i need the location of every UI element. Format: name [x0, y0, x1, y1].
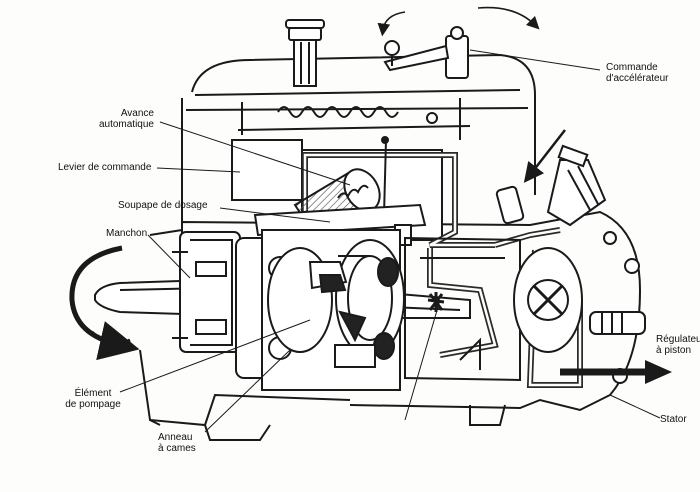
label-levier-de-commande: Levier de commande	[58, 162, 152, 173]
label-element-de-pompage: Élément de pompage	[65, 388, 121, 410]
governor-spring	[237, 98, 471, 140]
rotor	[235, 229, 401, 391]
label-stator: Stator	[660, 414, 687, 425]
label-manchon: Manchon	[106, 228, 148, 239]
label-regulateur-a-piston: Régulateur à piston	[656, 334, 700, 356]
delivery-valve	[495, 144, 607, 227]
cam-ring	[308, 239, 405, 368]
label-commande-accelerateur: Commande d'accélérateur	[606, 62, 669, 84]
filler-cap	[285, 19, 325, 87]
label-anneau-a-cames: Anneau à cames	[158, 432, 196, 454]
distributor-head	[404, 236, 521, 382]
label-soupape-de-dosage: Soupape de dosage	[118, 200, 208, 211]
leader-lines	[119, 49, 661, 433]
sleeve	[172, 231, 241, 353]
accelerator-lever	[383, 26, 469, 79]
label-avance-automatique: Avance automatique	[98, 108, 154, 130]
